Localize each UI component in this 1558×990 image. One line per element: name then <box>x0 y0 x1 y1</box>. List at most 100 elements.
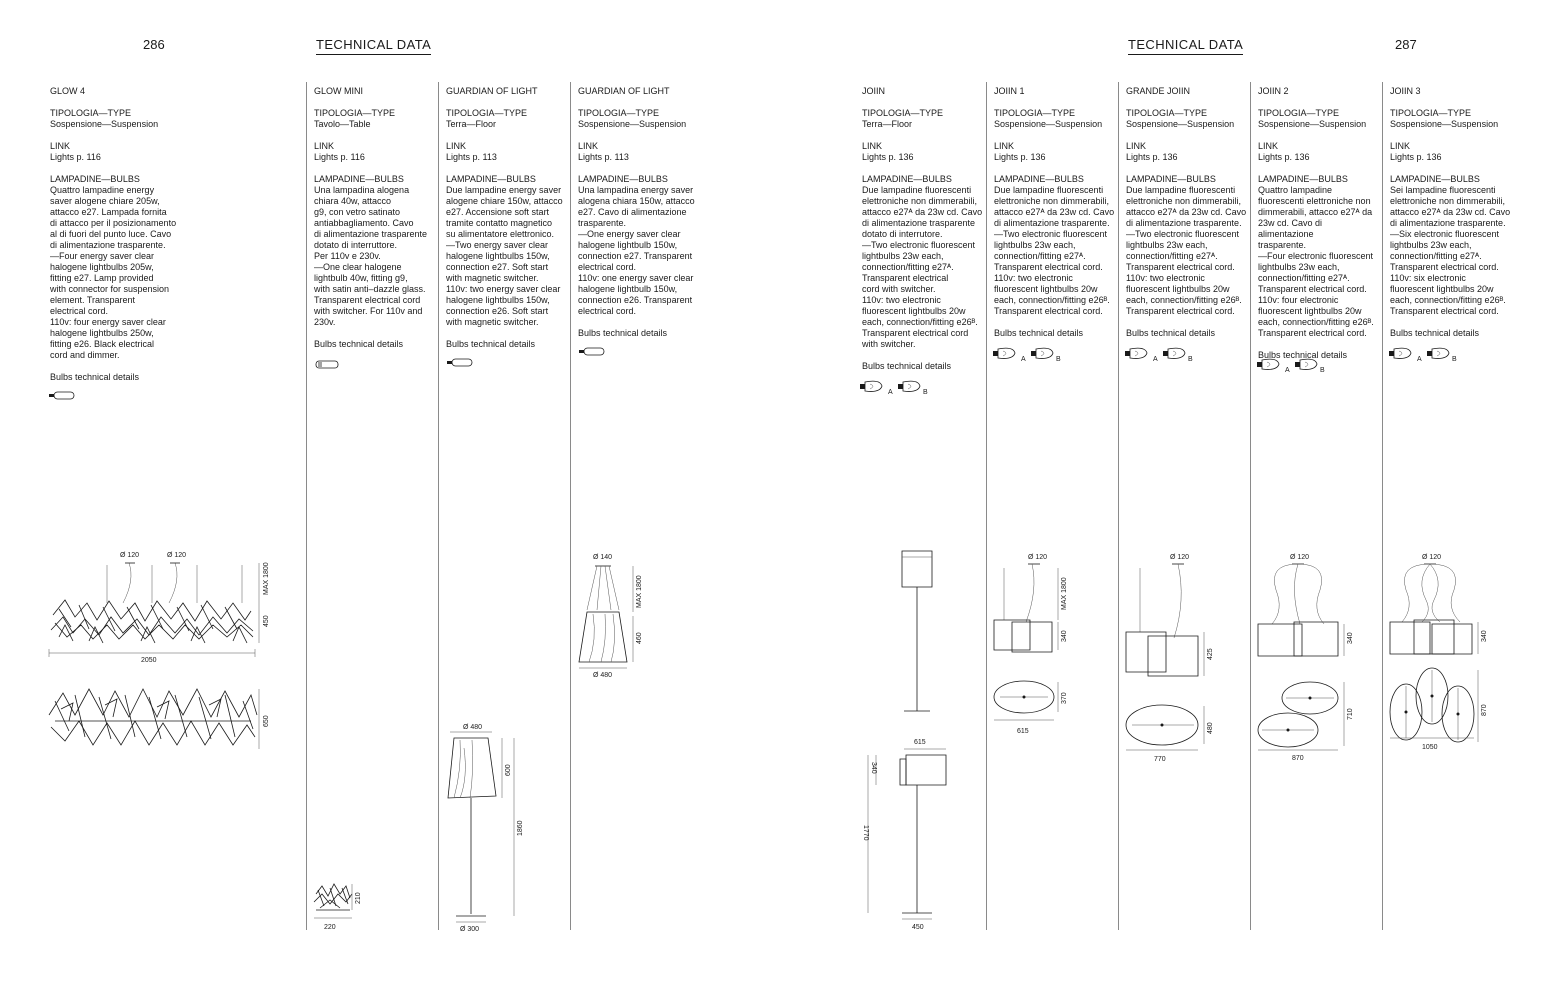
halogen-tube-bulb-icon <box>579 347 608 357</box>
bulbs-details-link[interactable]: Bulbs technical details <box>314 339 404 349</box>
bulbs-details-link[interactable]: Bulbs technical details <box>446 339 536 349</box>
dim-glow-mini-height: 210 <box>355 892 362 904</box>
dim-glow-mini-width: 220 <box>324 924 336 931</box>
dim-grande-joiin-dia: Ø 120 <box>1170 554 1189 561</box>
link-value[interactable]: Lights p. 113 <box>578 152 629 162</box>
product-name: JOIIN 3 <box>1390 86 1421 96</box>
link-heading: LINK <box>994 141 1015 151</box>
link-value[interactable]: Lights p. 136 <box>994 152 1046 162</box>
bulbs-details-link[interactable]: Bulbs technical details <box>1390 328 1480 338</box>
dim-glow4-width: 2050 <box>141 657 157 664</box>
column-divider <box>306 82 307 930</box>
dim-joiin2-height: 340 <box>1347 632 1354 644</box>
bulbs-description: Quattro lampadine fluorescenti elettroni… <box>1258 185 1374 338</box>
type-heading: TIPOLOGIA—TYPE <box>446 108 528 118</box>
column-divider <box>438 82 439 930</box>
column-divider <box>1250 82 1251 930</box>
link-value[interactable]: Lights p. 136 <box>1126 152 1178 162</box>
dim-guardian-floor-total: 1860 <box>517 820 524 836</box>
bulbs-details-link[interactable]: Bulbs technical details <box>578 328 668 338</box>
bulbs-heading: LAMPADINE—BULBS <box>994 174 1084 184</box>
product-name: GLOW MINI <box>314 86 363 96</box>
bulb-marker-a: A <box>1417 356 1422 363</box>
glow-4-technical-drawing: Ø 120 Ø 120 2050 MAX 1800 450 650 <box>45 552 270 770</box>
dim-guardian-floor-dia-top: Ø 480 <box>463 724 482 731</box>
guardian-suspension-technical-drawing: Ø 140 MAX 1800 460 Ø 480 <box>575 554 643 679</box>
dim-joiin3-dia: Ø 120 <box>1422 554 1441 561</box>
bulbs-heading: LAMPADINE—BULBS <box>578 174 668 184</box>
bulbs-description: Una lampadina alogena chiara 40w, attacc… <box>314 185 428 327</box>
link-value[interactable]: Lights p. 113 <box>446 152 497 162</box>
dim-guardian-floor-shade: 600 <box>505 764 512 776</box>
bulbs-description: Due lampadine fluorescenti elettroniche … <box>1126 185 1247 316</box>
product-name: GUARDIAN OF LIGHT <box>446 86 538 96</box>
link-value[interactable]: Lights p. 136 <box>1258 152 1310 162</box>
product-name: JOIIN <box>862 86 886 96</box>
bulbs-details-link[interactable]: Bulbs technical details <box>50 372 140 382</box>
dim-joiin-floor-width-top: 615 <box>914 739 926 746</box>
link-heading: LINK <box>578 141 599 151</box>
product-name: GRANDE JOIIN <box>1126 86 1191 96</box>
bulbs-description: Sei lampadine fluorescenti elettroniche … <box>1390 185 1511 316</box>
type-value: Tavolo—Table <box>314 119 371 129</box>
bulbs-details-link[interactable]: Bulbs technical details <box>1258 350 1348 360</box>
type-heading: TIPOLOGIA—TYPE <box>314 108 396 118</box>
joiin-floor-technical-drawing: 615 340 1770 450 <box>862 545 968 931</box>
dim-glow4-depth: 650 <box>263 715 270 727</box>
product-name: JOIIN 2 <box>1258 86 1289 96</box>
type-value: Sospensione—Suspension <box>50 119 159 129</box>
link-heading: LINK <box>1258 141 1279 151</box>
dim-joiin3-width: 1050 <box>1422 744 1438 751</box>
bulbs-details-link[interactable]: Bulbs technical details <box>1126 328 1216 338</box>
link-heading: LINK <box>50 141 71 151</box>
section-title-left: TECHNICAL DATA <box>316 37 432 55</box>
bulb-marker-a: A <box>1153 356 1158 363</box>
dim-glow4-dia1: Ø 120 <box>120 552 139 559</box>
dim-joiin3-height: 340 <box>1481 630 1488 642</box>
type-heading: TIPOLOGIA—TYPE <box>50 108 132 118</box>
type-heading: TIPOLOGIA—TYPE <box>1258 108 1340 118</box>
type-value: Terra—Floor <box>862 119 913 129</box>
bulbs-heading: LAMPADINE—BULBS <box>1258 174 1348 184</box>
halogen-tube-bulb-icon <box>447 358 476 368</box>
link-heading: LINK <box>1390 141 1411 151</box>
dim-guardian-susp-height: 460 <box>636 632 643 644</box>
fluorescent-bulb-icon: A B <box>860 380 928 396</box>
dim-joiin1-dia: Ø 120 <box>1028 554 1047 561</box>
glow-mini-technical-drawing: 210 220 <box>310 880 362 931</box>
bulbs-heading: LAMPADINE—BULBS <box>50 174 140 184</box>
bulbs-details-link[interactable]: Bulbs technical details <box>862 361 952 371</box>
link-value[interactable]: Lights p. 116 <box>314 152 365 162</box>
dim-joiin1-max: MAX 1800 <box>1061 577 1068 610</box>
bulb-marker-a: A <box>888 389 893 396</box>
link-value[interactable]: Lights p. 116 <box>50 152 101 162</box>
bulbs-description: Due lampadine fluorescenti elettroniche … <box>994 185 1115 316</box>
type-heading: TIPOLOGIA—TYPE <box>578 108 660 118</box>
type-heading: TIPOLOGIA—TYPE <box>1126 108 1208 118</box>
bulbs-heading: LAMPADINE—BULBS <box>1390 174 1480 184</box>
page-number-right: 287 <box>1395 37 1417 52</box>
dim-glow4-height: 450 <box>263 615 270 627</box>
type-value: Sospensione—Suspension <box>994 119 1103 129</box>
joiin-1-technical-drawing: Ø 120 MAX 1800 340 370 615 <box>990 554 1068 735</box>
bulbs-heading: LAMPADINE—BULBS <box>314 174 404 184</box>
bulbs-details-link[interactable]: Bulbs technical details <box>994 328 1084 338</box>
dim-joiin2-depth: 710 <box>1347 708 1354 720</box>
fluorescent-bulb-icon: A B <box>1389 347 1457 363</box>
column-divider <box>986 82 987 930</box>
link-value[interactable]: Lights p. 136 <box>1390 152 1442 162</box>
guardian-floor-technical-drawing: Ø 480 600 1860 Ø 300 <box>440 724 524 933</box>
type-value: Terra—Floor <box>446 119 497 129</box>
page-number-left: 286 <box>143 37 165 52</box>
product-name: GLOW 4 <box>50 86 86 96</box>
link-value[interactable]: Lights p. 136 <box>862 152 914 162</box>
bulbs-description: Una lampadina energy saver alogena chiar… <box>578 185 695 316</box>
bulb-marker-b: B <box>1056 356 1061 363</box>
type-value: Sospensione—Suspension <box>578 119 687 129</box>
type-heading: TIPOLOGIA—TYPE <box>1390 108 1472 118</box>
bulb-marker-a: A <box>1021 356 1026 363</box>
dim-guardian-floor-base: Ø 300 <box>460 926 479 933</box>
